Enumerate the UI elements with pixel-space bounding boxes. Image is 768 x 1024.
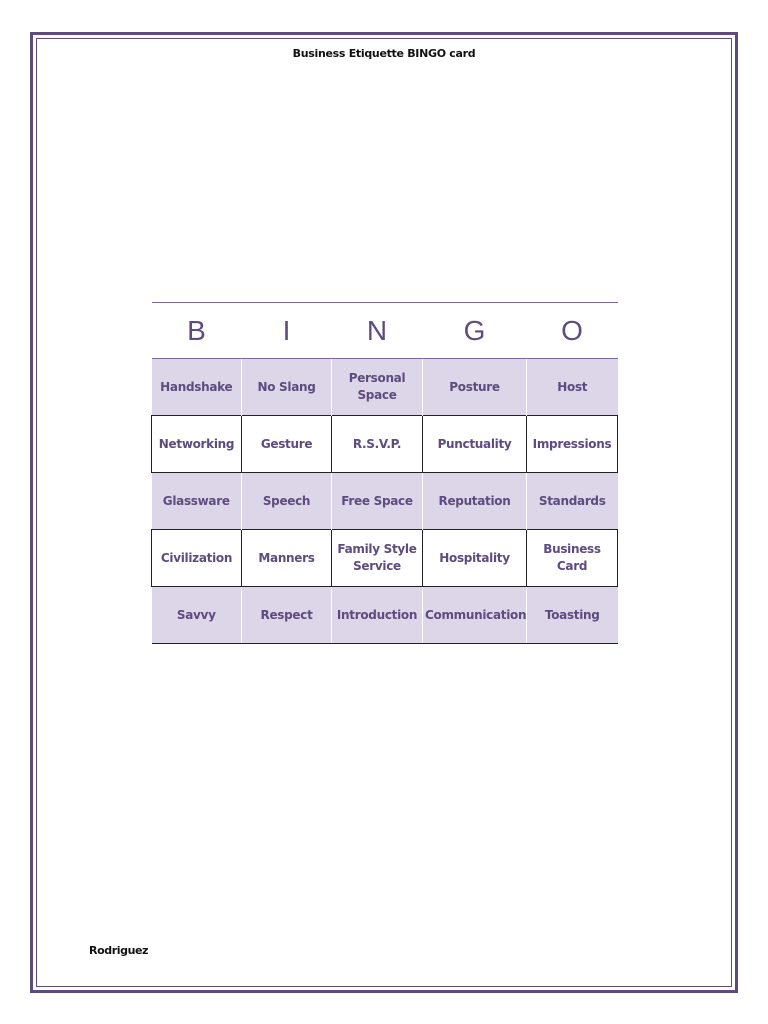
bingo-cell: Impressions bbox=[526, 415, 618, 473]
bingo-cell: Toasting bbox=[526, 586, 618, 644]
bingo-cell: Business Card bbox=[526, 529, 618, 587]
table-row: Glassware Speech Free Space Reputation S… bbox=[151, 472, 618, 530]
bingo-header-n: N bbox=[331, 302, 423, 359]
bingo-cell: Speech bbox=[241, 472, 332, 530]
bingo-cell: Savvy bbox=[151, 586, 242, 644]
bingo-cell: Punctuality bbox=[422, 415, 527, 473]
bingo-header-i: I bbox=[241, 302, 332, 359]
bingo-cell: Family Style Service bbox=[331, 529, 423, 587]
bingo-cell: Host bbox=[526, 358, 618, 416]
bingo-cell: Respect bbox=[241, 586, 332, 644]
bingo-cell: Standards bbox=[526, 472, 618, 530]
bingo-cell: No Slang bbox=[241, 358, 332, 416]
bingo-cell: Gesture bbox=[241, 415, 332, 473]
bingo-cell: Hospitality bbox=[422, 529, 527, 587]
bingo-card: B I N G O Handshake No Slang Personal Sp… bbox=[151, 302, 618, 644]
bingo-cell-free-space: Free Space bbox=[331, 472, 423, 530]
bingo-cell: Personal Space bbox=[331, 358, 423, 416]
bingo-cell: Manners bbox=[241, 529, 332, 587]
page-border-inner bbox=[36, 38, 732, 987]
bingo-header-o: O bbox=[526, 302, 618, 359]
bingo-header-b: B bbox=[151, 302, 242, 359]
bingo-cell: Reputation bbox=[422, 472, 527, 530]
bingo-cell: R.S.V.P. bbox=[331, 415, 423, 473]
table-row: Networking Gesture R.S.V.P. Punctuality … bbox=[151, 415, 618, 473]
bingo-header-g: G bbox=[422, 302, 527, 359]
bingo-cell: Networking bbox=[151, 415, 242, 473]
bingo-cell: Introduction bbox=[331, 586, 423, 644]
bingo-cell: Civilization bbox=[151, 529, 242, 587]
bingo-cell: Handshake bbox=[151, 358, 242, 416]
bingo-cell: Posture bbox=[422, 358, 527, 416]
bingo-cell: Glassware bbox=[151, 472, 242, 530]
bingo-cell: Communication bbox=[422, 586, 527, 644]
author-name: Rodriguez bbox=[89, 944, 149, 957]
page-border-outer bbox=[30, 32, 738, 993]
table-row: Savvy Respect Introduction Communication… bbox=[151, 586, 618, 644]
table-row: Civilization Manners Family Style Servic… bbox=[151, 529, 618, 587]
table-row: Handshake No Slang Personal Space Postur… bbox=[151, 358, 618, 416]
bingo-header-row: B I N G O bbox=[151, 302, 618, 359]
document-title: Business Etiquette BINGO card bbox=[292, 47, 476, 60]
